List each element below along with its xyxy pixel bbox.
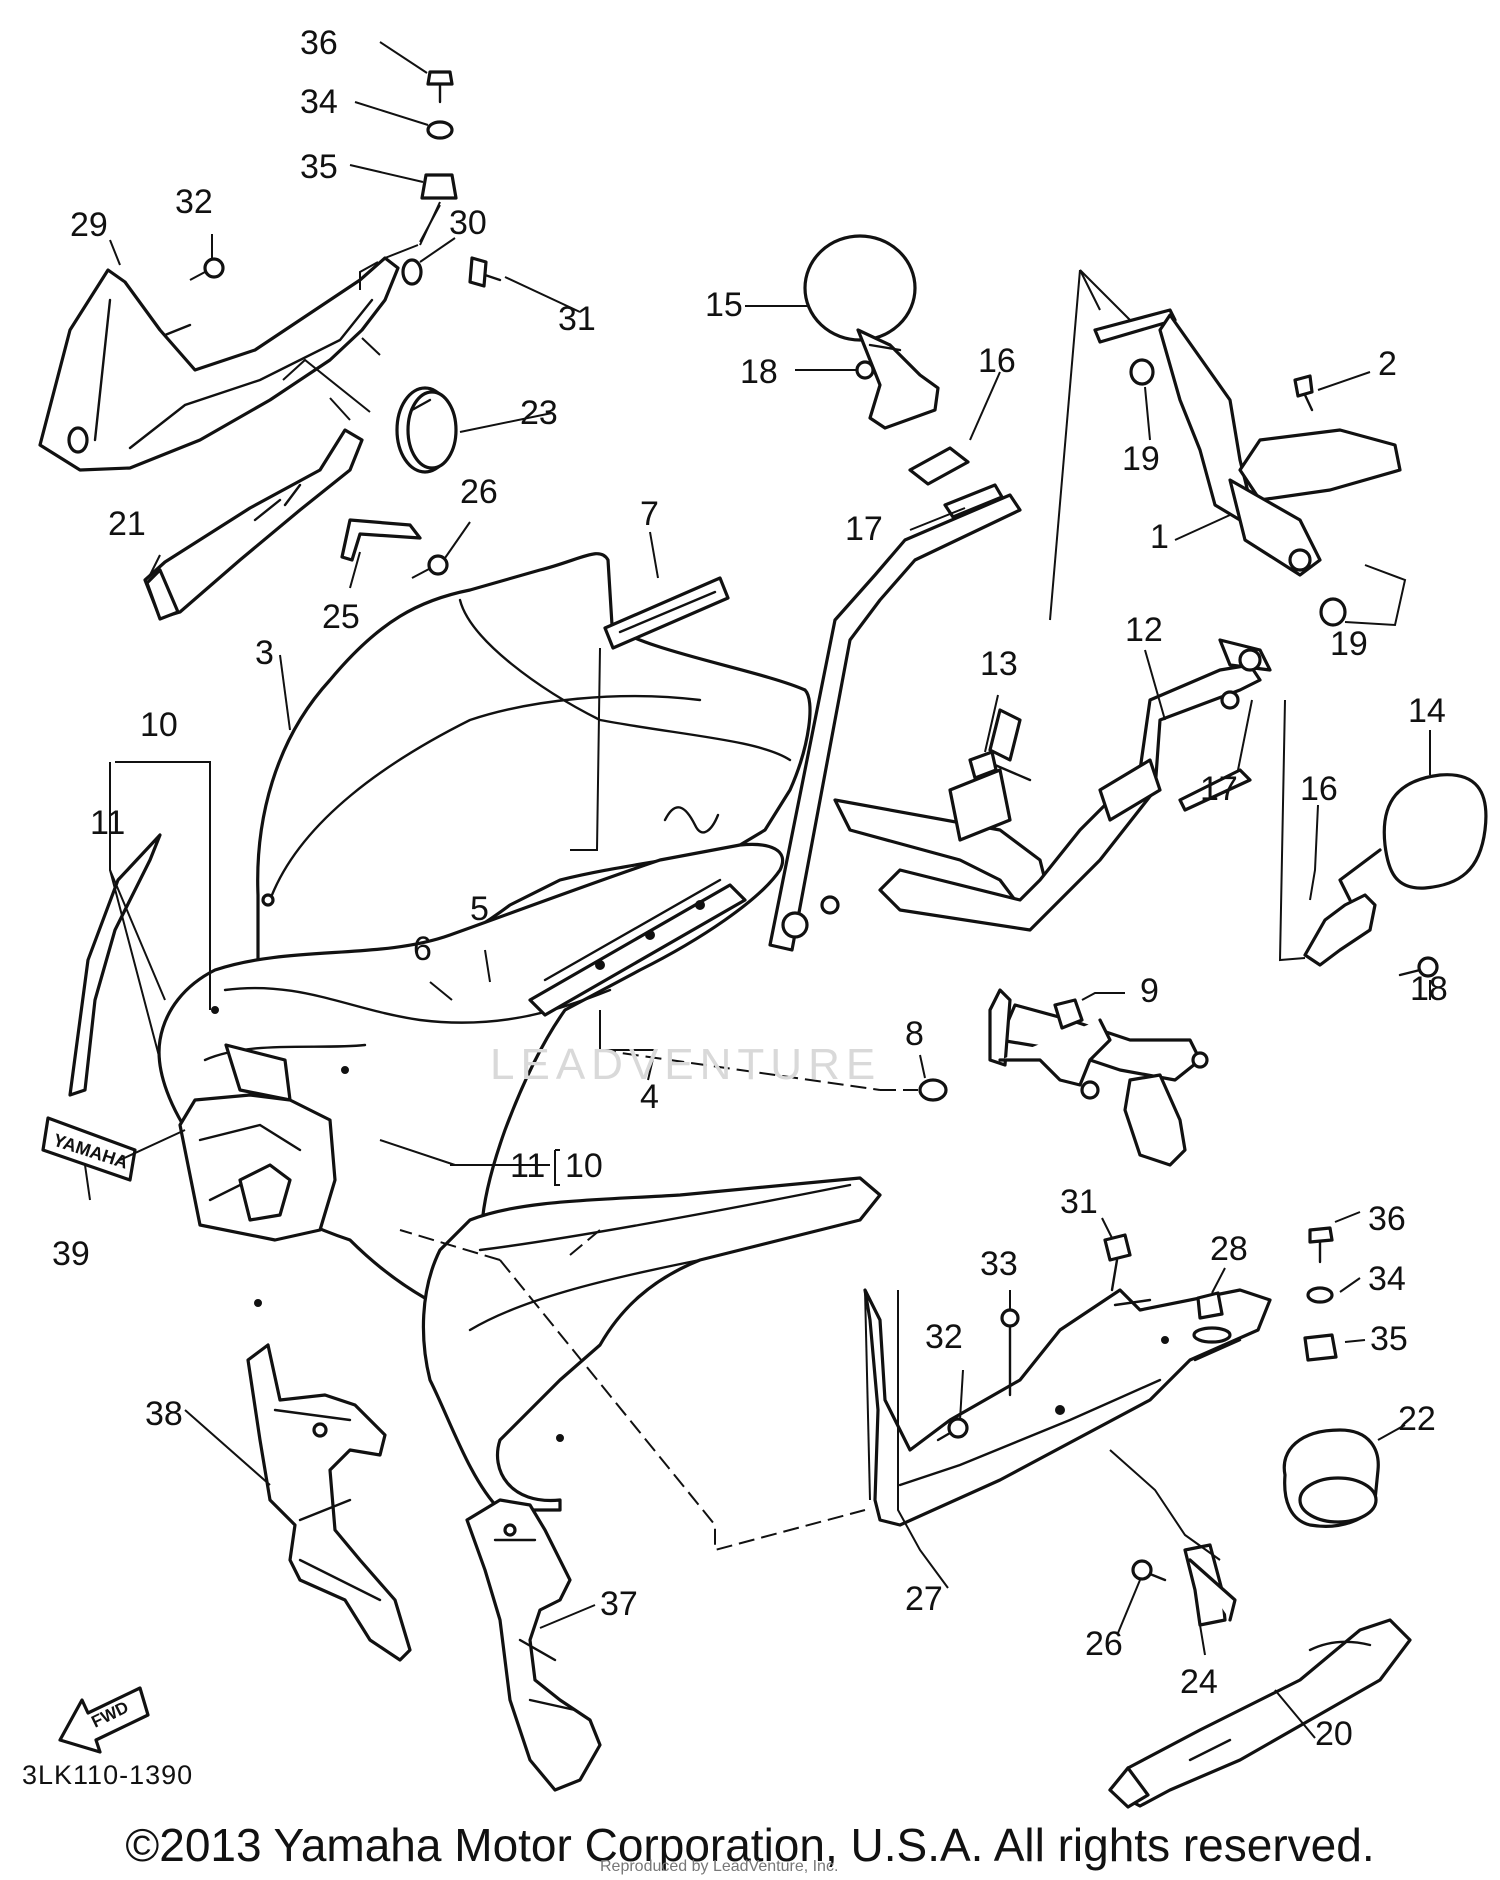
mirror-15 [803,234,940,430]
bolt-31-top [468,256,502,288]
grommet-19-lower [1319,597,1347,627]
yamaha-emblem-39: YAMAHA [41,1116,137,1182]
screw-32-lower [936,1417,969,1442]
callout-13: 13 [980,645,1018,683]
callout-10-left: 10 [140,706,178,744]
callout-28: 28 [1210,1230,1248,1268]
clip-28 [1196,1291,1224,1320]
stripe-11-10-left [68,833,162,1097]
nut-9 [1053,998,1084,1030]
callout-34-top: 34 [300,83,338,121]
callout-11-mid: 11 [510,1147,545,1185]
callout-14: 14 [1408,692,1446,730]
callout-16-top: 16 [978,342,1016,380]
screw-18-upper [855,360,875,380]
gasket-16-upper [908,446,970,486]
air-duct-21 [143,397,364,621]
callout-12: 12 [1125,611,1163,649]
callout-11-left: 11 [90,804,125,842]
callout-26-lower: 26 [1085,1625,1123,1663]
mirror-14 [1303,773,1488,967]
callout-23: 23 [520,394,558,432]
reproduced-note: Reproduced by LeadVenture, Inc. [600,1858,839,1875]
screw-26-left [411,554,449,579]
decal-7 [603,576,730,650]
callout-24: 24 [1180,1663,1218,1701]
callout-33: 33 [980,1245,1018,1283]
cover-23 [395,386,458,474]
bracket-24 [1183,1543,1237,1627]
callout-30: 30 [449,204,487,242]
callout-19-top: 19 [1122,440,1160,478]
grommet-8 [918,1078,948,1102]
screw-32-left [189,257,225,281]
screw-26-lower [1131,1559,1167,1582]
callout-36-top: 36 [300,24,338,62]
inner-panel-27 [863,1288,1272,1527]
fwd-arrow: FWD [58,1686,150,1754]
callout-18-right: 18 [1410,970,1448,1008]
side-trim-strip [528,878,747,1017]
callout-3: 3 [255,634,274,672]
callout-17-right: 17 [1200,770,1238,808]
callout-1: 1 [1150,518,1169,556]
grommet-19-upper [1129,358,1155,386]
air-duct-20 [1108,1618,1412,1809]
bolt-31-lower [1103,1233,1132,1292]
callout-36-lower: 36 [1368,1200,1406,1238]
callout-25: 25 [322,598,360,636]
callout-10-mid: 10 [565,1147,603,1185]
callout-32-top: 32 [175,183,213,221]
leader-lines [84,41,1431,1739]
callout-27: 27 [905,1580,943,1618]
bracket-1 [1093,308,1402,577]
grommet-30 [401,258,423,286]
inner-panel-29 [38,256,400,472]
callout-4: 4 [640,1078,659,1116]
callout-20: 20 [1315,1715,1353,1753]
inner-duct-38 [246,1343,412,1662]
cowl-stay-12 [768,493,1272,1167]
callout-37: 37 [600,1585,638,1623]
watermark: LEADVENTURE [490,1040,882,1089]
callout-26-top: 26 [460,473,498,511]
diagram-code: 3LK110-1390 [22,1760,194,1790]
callout-6: 6 [413,930,432,968]
callout-7: 7 [640,495,659,533]
screw-18-lower [1398,956,1439,978]
callout-8: 8 [905,1015,924,1053]
callout-9: 9 [1140,972,1159,1010]
callout-38: 38 [145,1395,183,1433]
inner-duct-37 [465,1498,602,1792]
callout-17-top: 17 [845,510,883,548]
cover-22 [1282,1428,1380,1528]
callout-19-lower: 19 [1330,625,1368,663]
callout-39: 39 [52,1235,90,1273]
callout-35-lower: 35 [1370,1320,1408,1358]
screw-2 [1293,374,1314,412]
bolt-13 [968,750,1032,782]
copyright-notice: ©2013 Yamaha Motor Corporation, U.S.A. A… [125,1819,1375,1871]
callout-16-right: 16 [1300,770,1338,808]
callout-29: 29 [70,206,108,244]
callout-5: 5 [470,890,489,928]
callout-31-top: 31 [558,300,596,338]
callout-21: 21 [108,505,146,543]
fastener-stack-lower [1303,1226,1338,1362]
callout-18-top: 18 [740,353,778,391]
lower-cowling-side [421,1176,882,1512]
callout-32-lower: 32 [925,1318,963,1356]
callout-2: 2 [1378,345,1397,383]
callout-35-top: 35 [300,148,338,186]
callout-31-lower: 31 [1060,1183,1098,1221]
callout-labels: 36 34 35 32 29 30 31 23 21 26 25 15 18 1… [52,24,1448,1753]
callout-34-lower: 34 [1368,1260,1406,1298]
bracket-25 [340,518,422,562]
callout-22: 22 [1398,1400,1436,1438]
callout-15: 15 [705,286,743,324]
dashed-assembly-lines [399,1049,918,1552]
